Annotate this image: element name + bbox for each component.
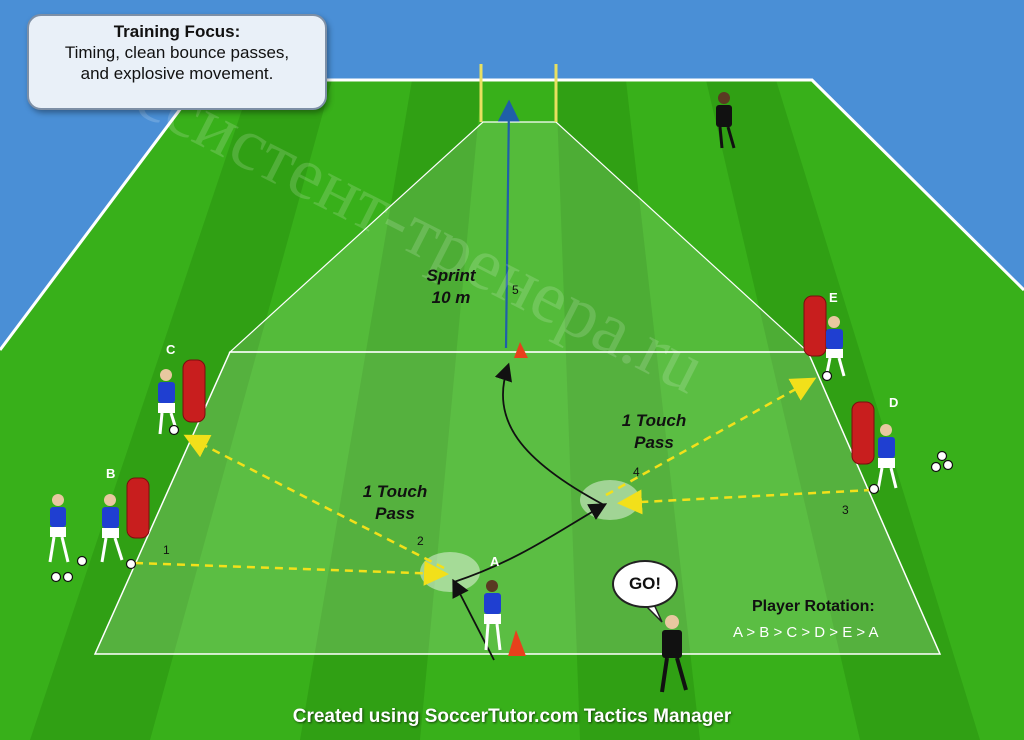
one-touch-right-line-1: 1 Touch (621, 411, 687, 430)
player-rotation-sequence: A > B > C > D > E > A (733, 624, 879, 641)
pass-arrow-1 (134, 560, 449, 586)
training-focus-box: Training Focus: Timing, clean bounce pas… (27, 14, 327, 110)
player-letter-d: D (889, 395, 899, 410)
pass-zone-a (420, 552, 480, 592)
one-touch-right-line-2: Pass (634, 433, 674, 452)
one-touch-left-line-1: 1 Touch (362, 482, 428, 501)
mannequin-c (182, 359, 206, 423)
player-letter-b: B (106, 466, 116, 481)
player-c (158, 369, 179, 435)
training-focus-line-2: and explosive movement. (80, 64, 274, 83)
pass-arrow-2 (183, 434, 445, 570)
mannequin-e (803, 295, 827, 357)
sequence-number-1: 1 (163, 543, 170, 557)
player-letter-a: A (490, 554, 500, 569)
coach-go (660, 615, 688, 693)
run-arrow-to-cone (494, 362, 605, 506)
sequence-number-4: 4 (633, 465, 640, 479)
sprint-label-line-1: Sprint (426, 266, 476, 285)
go-speech-bubble: GO! (612, 560, 678, 608)
player-letter-e: E (829, 290, 838, 305)
sequence-number-5: 5 (512, 283, 519, 297)
mannequins (126, 295, 875, 539)
player-letter-c: C (166, 342, 176, 357)
cone-start (508, 630, 526, 656)
goal-posts (479, 64, 558, 122)
run-arrow-curve (453, 503, 608, 583)
sprint-arrow (497, 99, 520, 349)
player-d (876, 424, 898, 491)
player-e (824, 316, 846, 379)
training-focus-title: Training Focus: (113, 22, 241, 41)
mannequin-d (851, 401, 875, 465)
coach-goal (716, 92, 736, 149)
sequence-number-2: 2 (417, 534, 424, 548)
player-b-waiting (48, 494, 70, 563)
credit-footer: Created using SoccerTutor.com Tactics Ma… (292, 706, 732, 727)
balls (50, 370, 954, 583)
coaches (660, 92, 736, 693)
sprint-label: Sprint 10 m (416, 265, 486, 309)
pitch-stripes (30, 80, 980, 740)
player-rotation-title: Player Rotation: (752, 598, 875, 615)
cone-sprint-start (514, 342, 528, 358)
pass-arrow-4 (605, 377, 817, 497)
player-b (100, 494, 124, 563)
training-focus-line-1: Timing, clean bounce passes, (64, 43, 290, 62)
blue-players (48, 316, 898, 651)
pitch-boundary (0, 78, 1024, 351)
one-touch-pass-left-label: 1 Touch Pass (353, 481, 437, 525)
player-a (484, 580, 502, 651)
one-touch-pass-right-label: 1 Touch Pass (612, 410, 696, 454)
sprint-label-line-2: 10 m (431, 288, 471, 307)
one-touch-left-line-2: Pass (375, 504, 415, 523)
sequence-number-3: 3 (842, 503, 849, 517)
pass-arrows (134, 377, 873, 586)
mannequin-b (126, 477, 150, 539)
